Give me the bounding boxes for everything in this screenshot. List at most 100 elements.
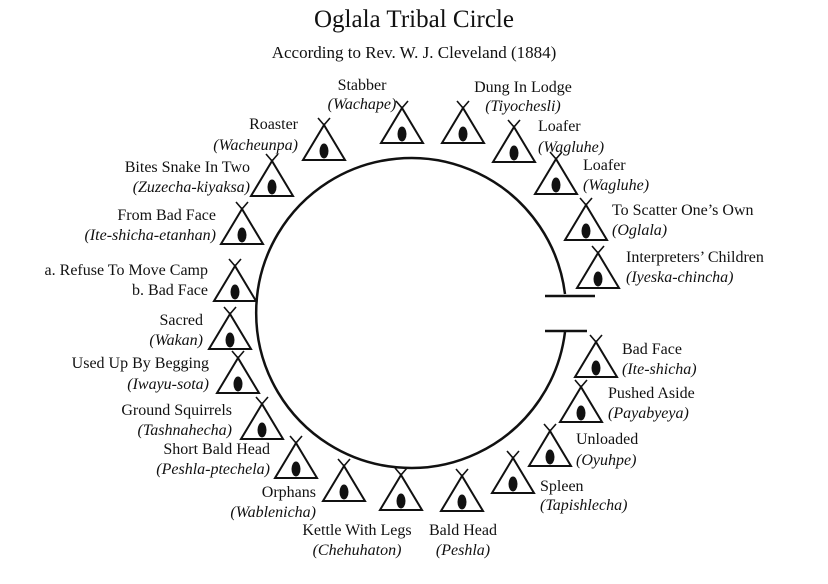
tipi-pole bbox=[323, 117, 331, 126]
tipi-pole bbox=[401, 100, 409, 109]
diagram-subtitle: According to Rev. W. J. Cleveland (1884) bbox=[271, 43, 557, 62]
band-native-name-label: (Oyuhpe) bbox=[576, 452, 636, 469]
tipi-pole bbox=[585, 197, 593, 206]
band-name-label: Bald Head bbox=[429, 522, 497, 539]
tipi-pole bbox=[543, 423, 551, 432]
tipi-pole bbox=[506, 450, 514, 459]
band-native-name-label: (Ite-shicha) bbox=[622, 361, 697, 378]
band-name-label: Short Bald Head bbox=[163, 441, 270, 458]
tipi-icon bbox=[439, 468, 485, 512]
band-name-label: Orphans bbox=[262, 484, 316, 501]
tipi-pole bbox=[512, 450, 520, 459]
tipi-body bbox=[378, 473, 424, 511]
tipi-pole bbox=[589, 334, 597, 343]
tipi-door bbox=[396, 493, 406, 509]
band-native-name-label: (Tashnahecha) bbox=[137, 422, 232, 439]
tipi-body bbox=[558, 385, 604, 423]
band-name-label: Ground Squirrels bbox=[121, 402, 232, 419]
tipi-body bbox=[563, 203, 609, 241]
band-name-label: Unloaded bbox=[576, 431, 638, 448]
tipi-icon bbox=[440, 100, 486, 144]
band-name-label: Bad Face bbox=[622, 341, 682, 358]
tipi-icon bbox=[219, 201, 265, 245]
tipi-door bbox=[291, 461, 301, 477]
tipi-pole bbox=[591, 245, 599, 254]
tipi-door bbox=[458, 126, 468, 142]
tipi-icon bbox=[378, 467, 424, 511]
tipi-body bbox=[207, 312, 253, 350]
tipi-pole bbox=[395, 100, 403, 109]
tipi-icon bbox=[212, 258, 258, 302]
tipi-door bbox=[509, 145, 519, 161]
band-native-name-label: (Wablenicha) bbox=[230, 504, 316, 521]
tipi-pole bbox=[580, 379, 588, 388]
tipi-body bbox=[219, 207, 265, 245]
band-name-label: Sacred bbox=[159, 312, 203, 329]
tipi-icon bbox=[527, 423, 573, 467]
tipi-door bbox=[551, 177, 561, 193]
tipi-body bbox=[491, 125, 537, 163]
tipi-door bbox=[581, 223, 591, 239]
tipi-pole bbox=[549, 151, 557, 160]
tipi-icon bbox=[301, 117, 347, 161]
band-native-name-label: (Chehuhaton) bbox=[313, 542, 402, 559]
tipi-body bbox=[440, 106, 486, 144]
tipi-pole bbox=[235, 201, 243, 210]
tipi-door bbox=[545, 449, 555, 465]
band-native-name-label: (Wachape) bbox=[328, 96, 397, 113]
tipi-icon bbox=[379, 100, 425, 144]
tipi-pole bbox=[289, 435, 297, 444]
tipi-pole bbox=[461, 468, 469, 477]
tipi-body bbox=[273, 441, 319, 479]
tipi-pole bbox=[507, 119, 515, 128]
tipi-body bbox=[215, 356, 261, 394]
band-native-name-label: (Iwayu-sota) bbox=[127, 376, 209, 393]
tipi-body bbox=[321, 464, 367, 502]
band-native-name-label: (Oglala) bbox=[612, 222, 667, 239]
tipi-door bbox=[508, 476, 518, 492]
band-native-name-label: (Zuzecha-kiyaksa) bbox=[133, 179, 250, 196]
band-name-label: Used Up By Begging bbox=[72, 355, 209, 372]
tipi-pole bbox=[579, 197, 587, 206]
tipi-pole bbox=[271, 153, 279, 162]
band-native-name-label: (Wakan) bbox=[149, 332, 203, 349]
band-name-label: Spleen bbox=[540, 478, 584, 495]
band-name-label: Interpreters’ Children bbox=[626, 249, 764, 266]
tipi-icon bbox=[321, 458, 367, 502]
tipi-icon bbox=[573, 334, 619, 378]
tipi-icon bbox=[207, 306, 253, 350]
band-name-label: From Bad Face bbox=[117, 207, 216, 224]
band-name-label: Stabber bbox=[338, 77, 388, 94]
band-name-label: To Scatter One’s Own bbox=[612, 202, 754, 219]
tipi-body bbox=[527, 429, 573, 467]
tipi-pole bbox=[231, 350, 239, 359]
tipi-pole bbox=[241, 201, 249, 210]
tipi-door bbox=[230, 284, 240, 300]
tipi-door bbox=[457, 494, 467, 510]
tipi-pole bbox=[513, 119, 521, 128]
tipi-pole bbox=[455, 468, 463, 477]
tipi-pole bbox=[394, 467, 402, 476]
band-native-name-label: (Wagluhe) bbox=[538, 139, 604, 156]
tipi-pole bbox=[456, 100, 464, 109]
tipi-pole bbox=[265, 153, 273, 162]
band-name-label: Kettle With Legs bbox=[302, 522, 411, 539]
band-name-label: Loafer bbox=[538, 118, 581, 135]
tipi-icon bbox=[563, 197, 609, 241]
tipi-door bbox=[233, 376, 243, 392]
tipi-door bbox=[257, 422, 267, 438]
band-native-name-label: b. Bad Face bbox=[132, 282, 208, 299]
tipi-pole bbox=[255, 396, 263, 405]
tipi-body bbox=[573, 340, 619, 378]
tipi-door bbox=[593, 271, 603, 287]
band-native-name-label: (Wacheunpa) bbox=[213, 137, 298, 154]
band-name-label: Dung In Lodge bbox=[474, 79, 572, 96]
band-native-name-label: (Payabyeya) bbox=[608, 405, 689, 422]
tipi-pole bbox=[237, 350, 245, 359]
tipi-door bbox=[339, 484, 349, 500]
band-native-name-label: (Tapishlecha) bbox=[540, 497, 627, 514]
tipi-body bbox=[212, 264, 258, 302]
tipi-pole bbox=[597, 245, 605, 254]
tipi-pole bbox=[462, 100, 470, 109]
